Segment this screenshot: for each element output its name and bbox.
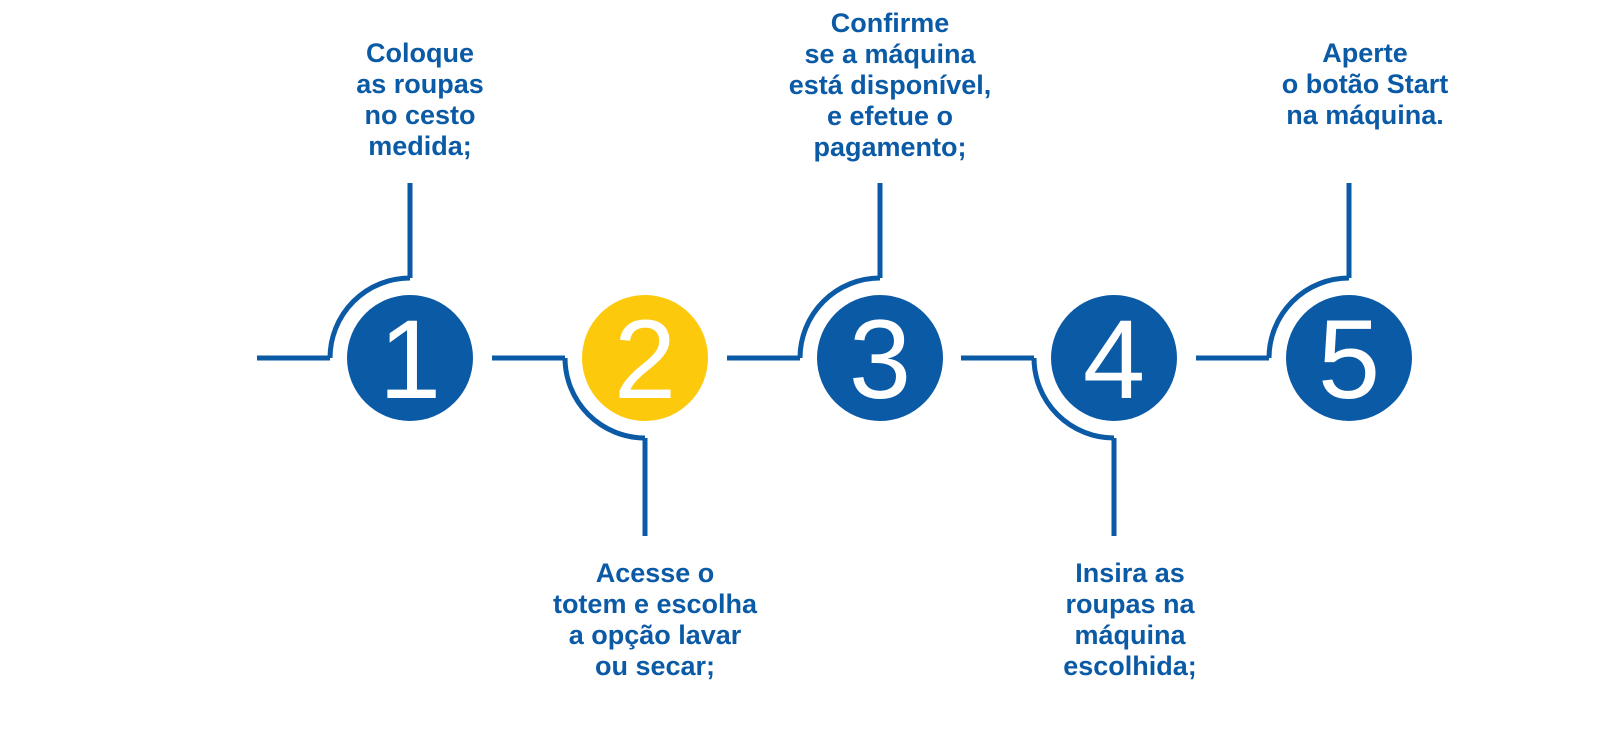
step-5-arc: [1266, 275, 1350, 359]
step-1-arc: [327, 275, 411, 359]
step-nodes: 1 2 3 4 5: [347, 295, 1412, 422]
step-5-circle: [1286, 295, 1412, 421]
step-2-arc: [562, 357, 646, 441]
step-1-number: 1: [379, 297, 441, 422]
step-4-caption: Insira as roupas na máquina escolhida;: [1063, 558, 1197, 681]
step-3-arc: [797, 275, 881, 359]
step-4-circle: [1051, 295, 1177, 421]
step-1-circle: [347, 295, 473, 421]
step-2-caption: Acesse o totem e escolha a opção lavar o…: [552, 558, 758, 681]
step-1-caption: Coloque as roupas no cesto medida;: [356, 38, 484, 161]
connector-lines: [257, 183, 1352, 536]
step-3-caption: Confirme se a máquina está disponível, e…: [788, 8, 992, 162]
step-5-caption: Aperte o botão Start na máquina.: [1281, 38, 1449, 130]
step-2-circle: [582, 295, 708, 421]
step-5-number: 5: [1318, 297, 1380, 422]
step-3-circle: [817, 295, 943, 421]
step-4-arc: [1031, 357, 1115, 441]
step-3-number: 3: [849, 297, 911, 422]
step-2-number: 2: [614, 297, 676, 422]
step-4-number: 4: [1083, 297, 1145, 422]
